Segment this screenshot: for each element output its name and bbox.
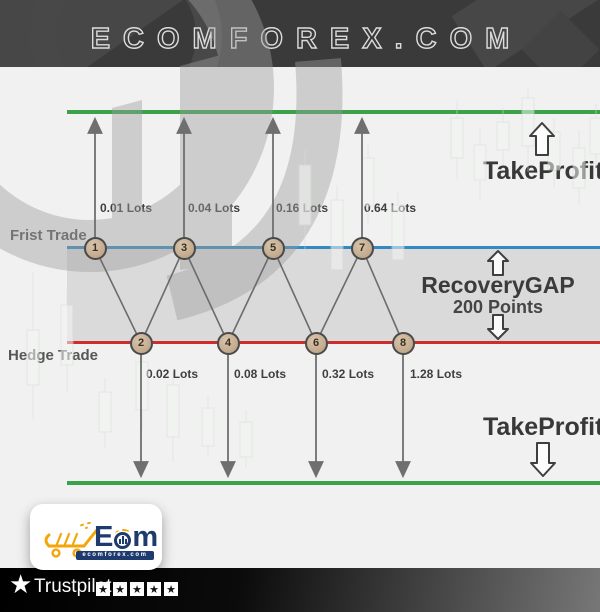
star-icon: ★ bbox=[130, 582, 144, 596]
take-profit-top-arrow-icon bbox=[529, 122, 555, 156]
footer-bar: ★ Trustpilot ★ ★ ★ ★ ★ P PayPal VISA AME… bbox=[0, 568, 600, 612]
trustpilot-rating-stars: ★ ★ ★ ★ ★ bbox=[96, 582, 178, 596]
star-icon: ★ bbox=[147, 582, 161, 596]
trade-marker-7: 7 bbox=[350, 236, 374, 260]
recovery-gap-title: RecoveryGAP bbox=[421, 272, 575, 298]
take-profit-line-bottom bbox=[67, 481, 600, 485]
first-trade-label: Frist Trade bbox=[10, 227, 87, 244]
trade-marker-5: 5 bbox=[261, 236, 285, 260]
cart-icon bbox=[44, 522, 98, 558]
hedge-trade-label: Hedge Trade bbox=[8, 347, 99, 364]
trade-marker-2: 2 bbox=[129, 331, 153, 355]
logo-card: E m ecomforex.com bbox=[30, 504, 162, 570]
lot-label-1: 0.01 Lots bbox=[100, 201, 153, 215]
trade-marker-6: 6 bbox=[304, 331, 328, 355]
trustpilot-star-icon: ★ bbox=[9, 569, 33, 599]
brand-o-icon bbox=[114, 529, 132, 549]
trade-marker-4: 4 bbox=[216, 331, 240, 355]
star-icon: ★ bbox=[164, 582, 178, 596]
lot-label-4: 0.08 Lots bbox=[234, 367, 287, 381]
lot-label-6: 0.32 Lots bbox=[322, 367, 375, 381]
take-profit-label-bottom: TakeProfit bbox=[483, 413, 600, 441]
lot-label-5: 0.16 Lots bbox=[276, 201, 329, 215]
brand-logo: E m bbox=[94, 521, 159, 553]
lot-label-8: 1.28 Lots bbox=[410, 367, 463, 381]
trade-marker-3: 3 bbox=[172, 236, 196, 260]
website-badge: ecomforex.com bbox=[76, 551, 154, 560]
buy-arrow-icons bbox=[87, 116, 370, 238]
star-icon: ★ bbox=[113, 582, 127, 596]
header-banner: ECOMFOREX.COM bbox=[0, 0, 600, 67]
trustpilot-label: Trustpilot bbox=[34, 576, 112, 597]
banner-pattern-ring bbox=[30, 0, 222, 67]
banner-title: ECOMFOREX.COM bbox=[90, 22, 523, 55]
take-profit-bottom-arrow-icon bbox=[530, 442, 556, 477]
first-trade-line bbox=[67, 246, 600, 249]
trade-marker-1: 1 bbox=[83, 236, 107, 260]
take-profit-label-top: TakeProfit bbox=[483, 157, 600, 185]
take-profit-line-top bbox=[67, 110, 600, 114]
brand-letter-m: m bbox=[132, 521, 159, 553]
brand-letter-e: E bbox=[94, 521, 114, 553]
lot-label-3: 0.04 Lots bbox=[188, 201, 241, 215]
star-icon: ★ bbox=[96, 582, 110, 596]
lot-label-7: 0.64 Lots bbox=[364, 201, 417, 215]
trade-marker-8: 8 bbox=[391, 331, 415, 355]
recovery-gap-points: 200 Points bbox=[452, 297, 544, 317]
lot-label-2: 0.02 Lots bbox=[146, 367, 199, 381]
